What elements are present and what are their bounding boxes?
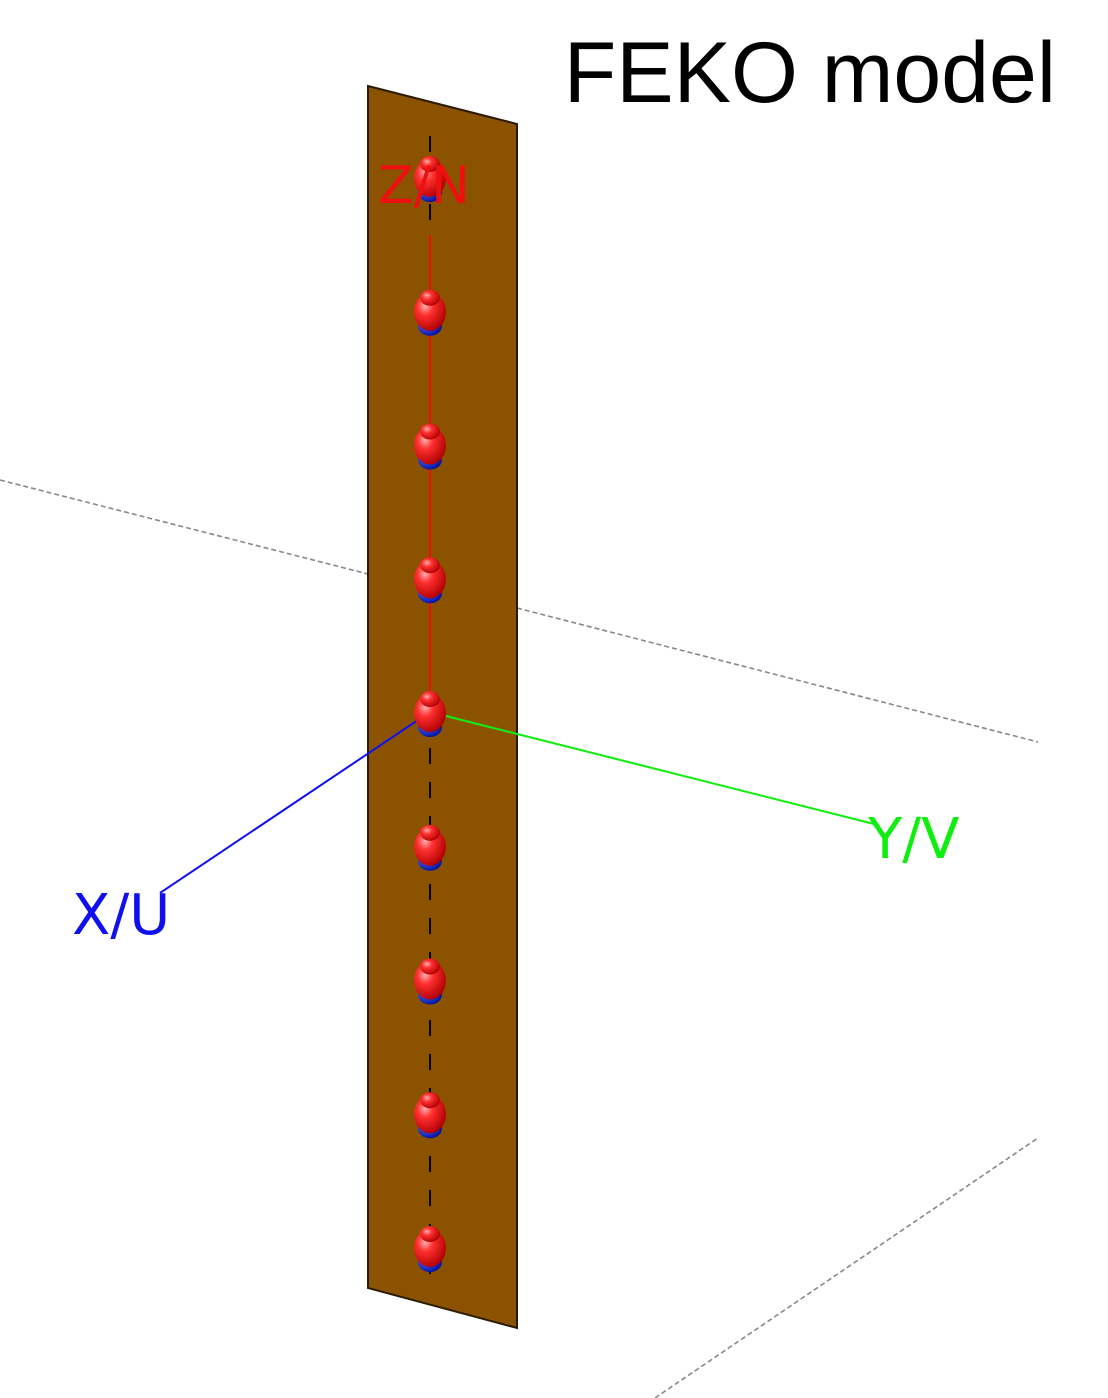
dipole-top-cap [420, 289, 440, 306]
dipole-top-cap [420, 557, 440, 574]
dipole-element [414, 156, 446, 202]
ground-plane-edge-front [654, 1137, 1039, 1398]
dipole-element [414, 289, 446, 336]
dipole-elements [414, 156, 446, 1272]
dipole-element [414, 824, 446, 871]
ground-plane-edge-right [516, 607, 1039, 743]
dipole-top-cap [420, 958, 440, 975]
dipole-element [414, 1092, 446, 1139]
x-axis-label: X/U [72, 883, 171, 948]
dipole-element [414, 1226, 446, 1272]
x-axis-line [159, 711, 431, 894]
dipole-top-cap [420, 1226, 440, 1242]
ground-plane-edge-left [0, 479, 369, 575]
y-axis-label: Y/V [868, 807, 960, 872]
dipole-top-cap [420, 824, 440, 841]
dipole-element [414, 958, 446, 1005]
dipole-top-cap [420, 423, 440, 440]
dipole-element [414, 691, 446, 737]
diagram-title: FEKO model [563, 25, 1056, 121]
y-axis-line [429, 711, 879, 826]
dipole-top-cap [420, 156, 440, 172]
dipole-top-cap [420, 691, 440, 707]
dipole-element [414, 423, 446, 470]
dipole-top-cap [420, 1092, 440, 1109]
z-axis-label: Z/N [378, 156, 471, 216]
ground-plane-outline [0, 479, 1039, 1398]
dipole-element [414, 557, 446, 604]
